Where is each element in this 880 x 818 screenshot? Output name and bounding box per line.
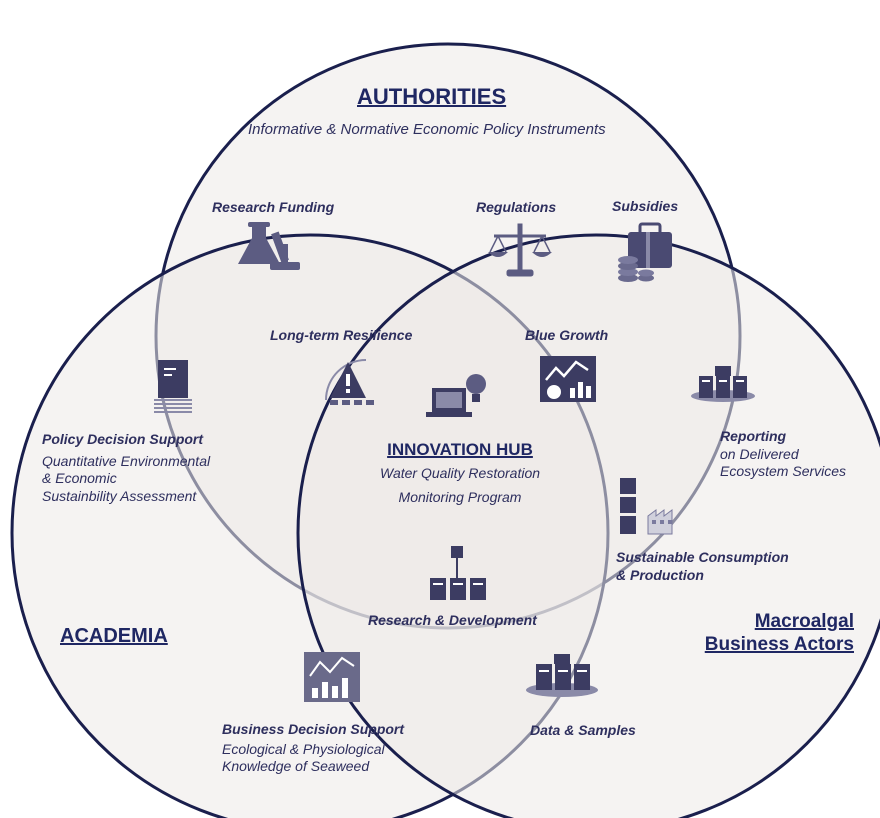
academia-title: ACADEMIA bbox=[60, 625, 168, 647]
org-chart-icon bbox=[430, 546, 486, 600]
authorities-title: AUTHORITIES bbox=[357, 84, 507, 109]
sustainable-consumption: Sustainable Consumption & Production bbox=[616, 549, 789, 584]
regulations-label: Regulations bbox=[476, 199, 557, 215]
subsidies-label: Subsidies bbox=[612, 198, 679, 214]
hub-line1: Water Quality Restoration bbox=[379, 465, 541, 481]
growth-chart-icon bbox=[540, 356, 596, 402]
business-decision-support: Business Decision Support Ecological & P… bbox=[222, 721, 404, 776]
business-title: Macroalgal Business Actors bbox=[640, 611, 854, 657]
innovation-hub: INNOVATION HUB Water Quality Restoration… bbox=[350, 440, 570, 506]
document-stack-icon bbox=[154, 360, 192, 413]
policy-line1: Quantitative Environmental bbox=[42, 452, 211, 469]
sustainable-line2: & Production bbox=[616, 566, 704, 583]
policy-line2: & Economic bbox=[42, 470, 117, 486]
reporting-line2: Ecosystem Services bbox=[720, 463, 847, 479]
policy-decision-support-title: Policy Decision Support bbox=[42, 431, 204, 447]
microscope-flask-icon bbox=[238, 222, 300, 270]
long-term-resilience-label: Long-term Resilience bbox=[270, 327, 413, 343]
line-chart-icon bbox=[304, 652, 360, 702]
laptop-bulb-icon bbox=[426, 374, 486, 417]
data-samples-label: Data & Samples bbox=[530, 722, 636, 738]
research-development-label: Research & Development bbox=[368, 612, 537, 628]
policy-line3: Sustainbility Assessment bbox=[42, 487, 197, 504]
policy-decision-support: Policy Decision Support Quantitative Env… bbox=[42, 431, 210, 505]
business-line2: Knowledge of Seaweed bbox=[222, 758, 370, 774]
servers-icon bbox=[691, 366, 755, 402]
research-funding-label: Research Funding bbox=[212, 199, 335, 215]
reporting-title: Reporting bbox=[720, 428, 787, 444]
reporting-line1: on Delivered bbox=[720, 445, 799, 462]
briefcase-coins-icon bbox=[618, 222, 672, 282]
sustainable-line1: Sustainable Consumption bbox=[616, 549, 789, 565]
authorities-subtitle: Informative & Normative Economic Policy … bbox=[248, 121, 606, 138]
business-title-line1: Macroalgal bbox=[754, 611, 854, 632]
hub-title: INNOVATION HUB bbox=[387, 440, 533, 459]
business-decision-support-title: Business Decision Support bbox=[222, 721, 405, 737]
business-title-line2: Business Actors bbox=[704, 633, 854, 655]
data-servers-icon bbox=[526, 654, 598, 697]
blue-growth-label: Blue Growth bbox=[525, 327, 609, 343]
reporting: Reporting on Delivered Ecosystem Service… bbox=[720, 428, 846, 481]
scales-icon bbox=[488, 223, 552, 277]
hub-line2: Monitoring Program bbox=[398, 488, 522, 505]
jars-factory-icon bbox=[620, 478, 673, 535]
warning-gauge-icon bbox=[325, 359, 374, 405]
business-line1: Ecological & Physiological bbox=[222, 740, 385, 757]
